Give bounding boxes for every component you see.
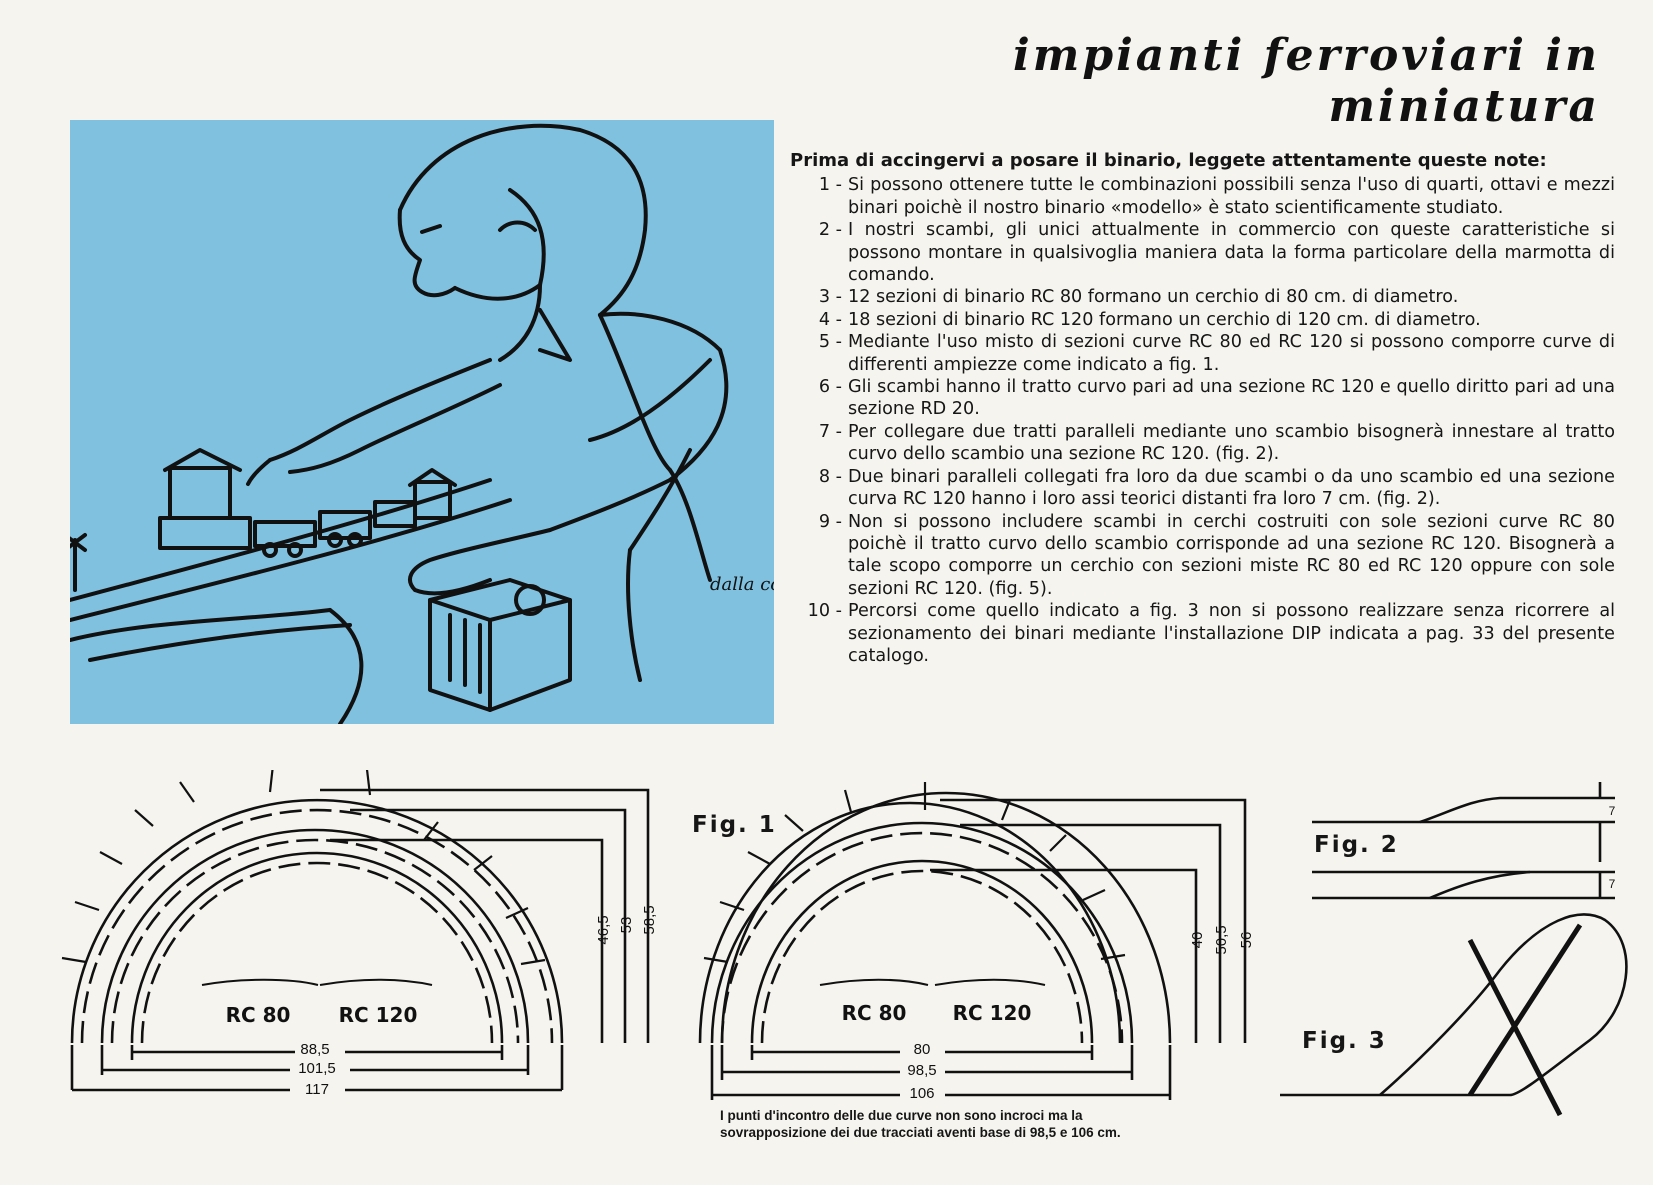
rc80-label: RC 80 [842, 1001, 907, 1025]
note-text: Gli scambi hanno il tratto curvo pari ad… [848, 377, 1615, 420]
note-number: 2 - [818, 220, 842, 241]
note-number: 9 - [818, 511, 842, 532]
page-title: impianti ferroviari in miniatura [1013, 30, 1600, 132]
boy-with-model-train-illustration: dalla costa [70, 120, 774, 724]
notes-heading: Prima di accingervi a posare il binario,… [790, 150, 1547, 171]
fig2-spacing: 7 [1609, 877, 1616, 891]
arc-117 [70, 798, 564, 1044]
dim-width: 88,5 [300, 1041, 329, 1058]
note-text: 12 sezioni di binario RC 80 formano un c… [848, 287, 1459, 308]
rc120-label: RC 120 [953, 1001, 1032, 1025]
note-text: Due binari paralleli collegati fra loro … [848, 466, 1615, 510]
note-number: 3 - [818, 287, 842, 308]
fig1-label: Fig. 1 [692, 812, 777, 838]
note-text: Mediante l'uso misto di sezioni curve RC… [848, 332, 1615, 375]
note-number: 5 - [818, 332, 842, 353]
note-text: Percorsi come quello indicato a fig. 3 n… [848, 601, 1615, 666]
track-notes: Prima di accingervi a posare il binario,… [790, 150, 1615, 667]
note-number: 4 - [818, 309, 842, 330]
note-text: Per collegare due tratti paralleli media… [848, 421, 1615, 465]
note-number: 1 - [818, 175, 842, 196]
dim-width: 117 [305, 1081, 329, 1098]
note-text: Si possono ottenere tutte le combinazion… [848, 175, 1615, 218]
track-figures: 88,5 101,5 117 80 98,5 106 46,5 53 58,5 … [61, 770, 1628, 1117]
note-number: 6 - [818, 377, 842, 398]
note-item: 9 - Non si possono includere scambi in ce… [790, 511, 1615, 601]
dim-width: 80 [914, 1041, 931, 1058]
note-item: 4 - 18 sezioni di binario RC 120 formano … [790, 309, 1615, 331]
note-item: 5 - Mediante l'uso misto di sezioni curve… [790, 331, 1615, 376]
dim-height: 50,5 [1213, 925, 1230, 954]
dim-height: 56 [1238, 932, 1255, 949]
note-item: 6 - Gli scambi hanno il tratto curvo pari… [790, 376, 1615, 421]
fig2-spacing: 7 [1609, 804, 1616, 818]
dim-width: 98,5 [907, 1062, 936, 1079]
note-number: 10 - [807, 601, 842, 622]
note-item: 1 - Si possono ottenere tutte le combinaz… [790, 174, 1615, 219]
rc120-label: RC 120 [339, 1003, 418, 1027]
dim-height: 46,5 [595, 915, 612, 944]
note-text: 18 sezioni di binario RC 120 formano un … [848, 309, 1481, 330]
arc-88 [130, 851, 504, 1044]
dim-width: 106 [909, 1085, 934, 1102]
note-item: 10 - Percorsi come quello indicato a fig.… [790, 600, 1615, 667]
note-item: 3 - 12 sezioni di binario RC 80 formano u… [790, 286, 1615, 308]
fig3-label: Fig. 3 [1302, 1028, 1387, 1054]
artist-signature: dalla costa [710, 574, 774, 595]
arc-101 [100, 828, 530, 1044]
dim-height: 53 [618, 917, 635, 934]
dim-width: 101,5 [298, 1060, 336, 1077]
fig1-caption: I punti d'incontro delle due curve non s… [720, 1108, 1121, 1140]
rc80-label: RC 80 [226, 1003, 291, 1027]
note-text: Non si possono includere scambi in cerch… [848, 511, 1615, 599]
illustration-drawing: dalla costa [70, 123, 774, 724]
note-number: 8 - [818, 466, 842, 487]
note-number: 7 - [818, 421, 842, 442]
note-item: 8 - Due binari paralleli collegati fra lo… [790, 466, 1615, 511]
fig2-label: Fig. 2 [1314, 832, 1399, 858]
note-item: 2 - I nostri scambi, gli unici attualment… [790, 219, 1615, 286]
note-item: 7 - Per collegare due tratti paralleli me… [790, 421, 1615, 466]
dim-height: 58,5 [641, 905, 658, 934]
note-text: I nostri scambi, gli unici attualmente i… [848, 220, 1615, 286]
dim-height: 40 [1189, 932, 1206, 949]
